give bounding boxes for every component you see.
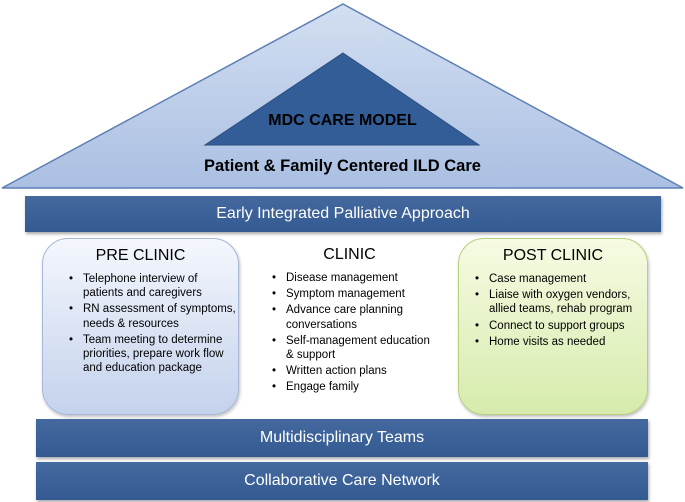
clinic-list: Disease management Symptom management Ad… — [262, 271, 437, 395]
list-item: Advance care planning conversations — [272, 303, 437, 331]
model-subtitle: Patient & Family Centered ILD Care — [204, 157, 481, 175]
multidisciplinary-teams-bar: Multidisciplinary Teams — [36, 419, 648, 457]
list-item: Written action plans — [272, 364, 437, 378]
list-item: Engage family — [272, 380, 437, 394]
list-item: Disease management — [272, 271, 437, 285]
list-item: Connect to support groups — [475, 319, 647, 333]
roof-inner-triangle — [203, 52, 481, 146]
pre-clinic-heading: PRE CLINIC — [95, 247, 186, 264]
pre-clinic-list: Telephone interview of patients and care… — [43, 272, 238, 375]
list-item: Telephone interview of patients and care… — [69, 272, 238, 300]
list-item: Case management — [475, 272, 647, 286]
list-item: Symptom management — [272, 287, 437, 301]
palliative-approach-bar: Early Integrated Palliative Approach — [25, 196, 661, 232]
clinic-card: CLINIC Disease management Symptom manage… — [262, 238, 437, 415]
post-clinic-list: Case management Liaise with oxygen vendo… — [459, 272, 647, 349]
model-title: MDC CARE MODEL — [268, 112, 417, 129]
list-item: Home visits as needed — [475, 335, 647, 349]
list-item: Liaise with oxygen vendors, allied teams… — [475, 288, 647, 316]
post-clinic-heading: POST CLINIC — [502, 247, 604, 264]
pre-clinic-card: PRE CLINIC Telephone interview of patien… — [42, 238, 239, 415]
list-item: RN assessment of symptoms, needs & resou… — [69, 302, 238, 330]
list-item: Self-management education & support — [272, 334, 437, 362]
care-network-bar: Collaborative Care Network — [36, 462, 648, 500]
roof-graphic — [1, 3, 684, 189]
clinic-heading: CLINIC — [323, 246, 376, 263]
post-clinic-card: POST CLINIC Case management Liaise with … — [458, 238, 648, 415]
list-item: Team meeting to determine priorities, pr… — [69, 333, 238, 376]
